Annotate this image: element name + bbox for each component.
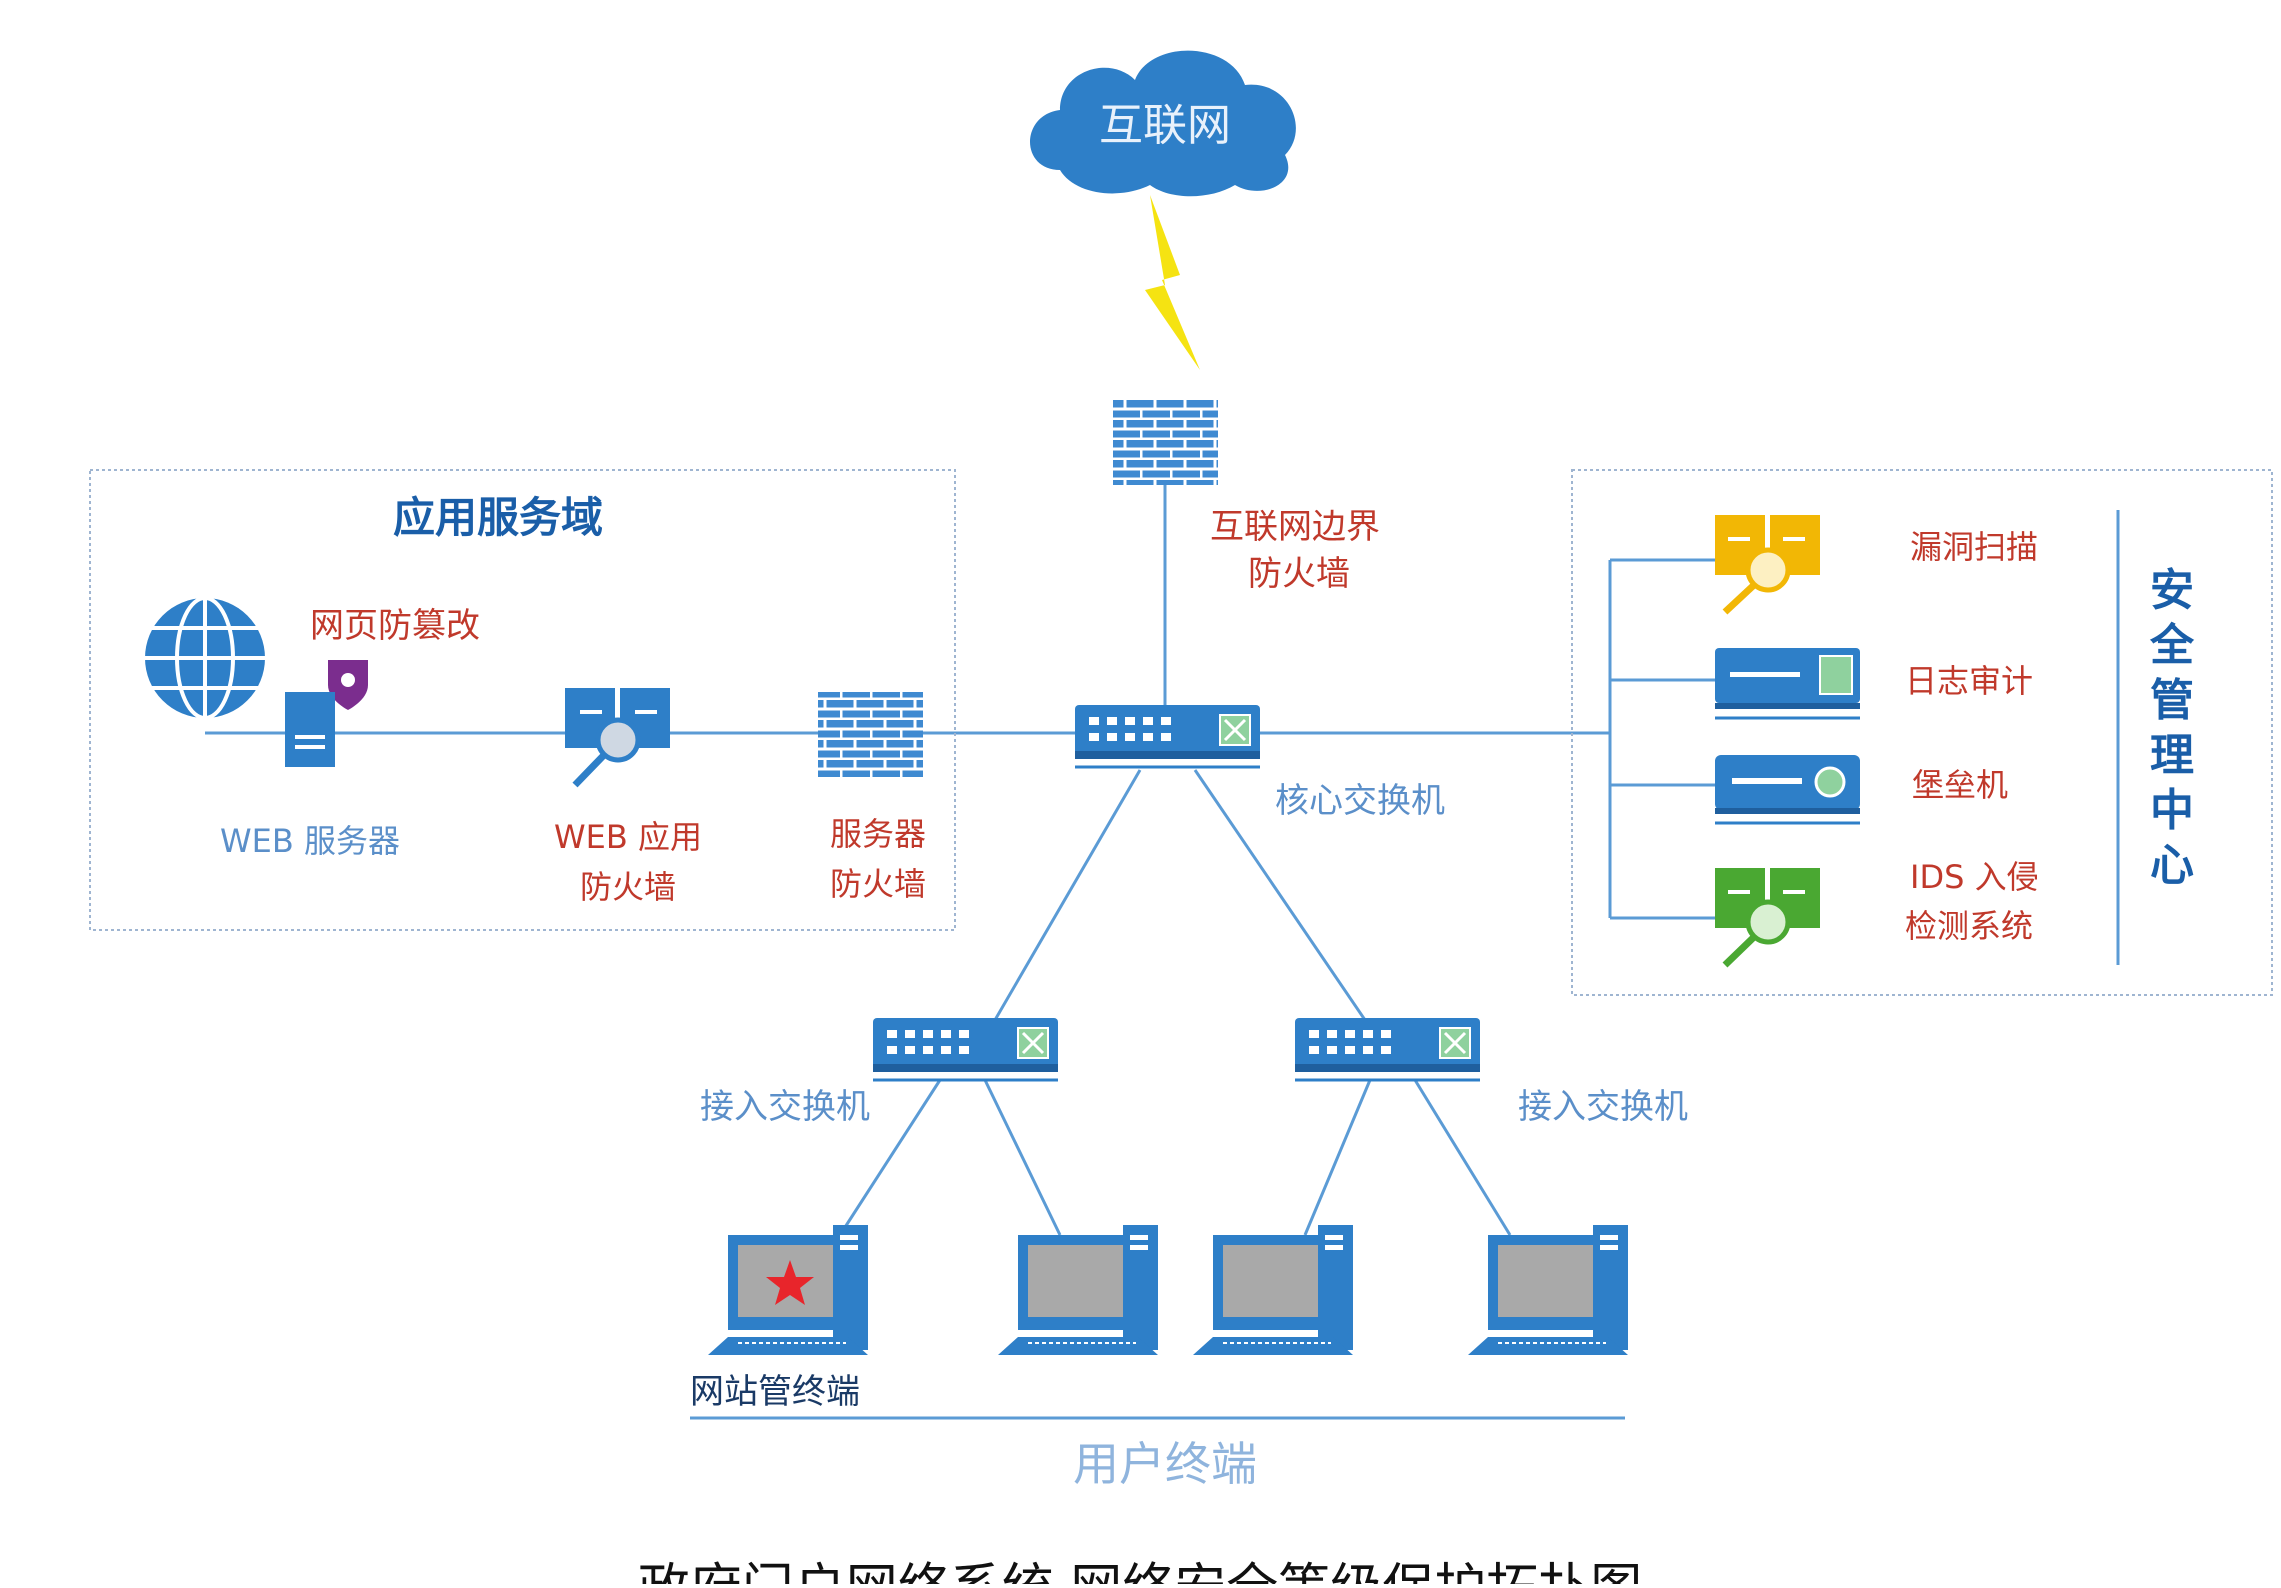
log-audit-icon	[1715, 648, 1860, 720]
computer-icon	[1467, 1224, 1629, 1356]
web-server-icon	[285, 692, 335, 767]
server-firewall-label-2: 防火墙	[830, 865, 926, 903]
border-firewall-label-1: 互联网边界	[1210, 507, 1380, 547]
computer-icon-admin	[707, 1224, 869, 1356]
cloud-icon: 互联网	[1030, 50, 1296, 197]
web-server-label: WEB 服务器	[220, 822, 400, 860]
waf-label-1: WEB 应用	[554, 818, 702, 856]
server-firewall-icon	[818, 692, 923, 777]
waf-icon	[565, 688, 670, 788]
bastion-icon	[1715, 755, 1860, 825]
star-icon	[766, 1260, 814, 1305]
security-item-label-log: 日志审计	[1905, 662, 2033, 700]
security-center-box	[1571, 469, 2273, 996]
border-firewall-icon	[1113, 400, 1218, 485]
security-center-title-char: 理	[2150, 730, 2194, 781]
security-item-label-ids-2: 检测系统	[1905, 907, 2033, 945]
server-firewall-label-1: 服务器	[830, 815, 926, 853]
cloud-label: 互联网	[1099, 100, 1231, 151]
access-switch-left-icon	[871, 1016, 1060, 1082]
scanner-icon	[1715, 515, 1820, 615]
diagram-caption: 政府门户网络系统 网络安全等级保护拓扑图	[638, 1559, 1643, 1584]
security-item-label-scan: 漏洞扫描	[1910, 528, 2038, 566]
app-domain-title: 应用服务域	[393, 493, 603, 542]
web-tamper-label: 网页防篡改	[310, 606, 480, 646]
waf-label-2: 防火墙	[580, 868, 676, 906]
access-switch-right-label: 接入交换机	[1518, 1087, 1688, 1127]
computer-icon	[1192, 1224, 1354, 1356]
access-switch-left-label: 接入交换机	[700, 1087, 870, 1127]
globe-icon	[145, 596, 265, 720]
security-item-label-ids-1: IDS 入侵	[1910, 858, 2039, 896]
border-firewall-label-2: 防火墙	[1248, 554, 1350, 594]
ids-icon	[1715, 868, 1820, 968]
security-center-title-char: 管	[2150, 675, 2194, 726]
access-switch-right-icon	[1293, 1016, 1482, 1082]
security-center-title-char: 安	[2150, 565, 2194, 616]
app-service-domain-box	[89, 469, 956, 931]
security-item-label-bastion: 堡垒机	[1912, 766, 2008, 804]
security-center-title-char: 心	[2150, 840, 2194, 891]
security-center-title-char: 全	[2149, 620, 2195, 671]
lightning-icon	[1145, 195, 1200, 370]
security-center-title-char: 中	[2150, 785, 2194, 836]
user-terminals-label: 用户终端	[1073, 1437, 1257, 1491]
connection-lines	[205, 480, 1715, 1236]
computer-icon	[997, 1224, 1159, 1356]
core-switch-icon	[1073, 703, 1262, 769]
admin-terminal-label: 网站管终端	[690, 1372, 860, 1412]
core-switch-label: 核心交换机	[1275, 781, 1445, 821]
shield-icon	[328, 660, 368, 710]
security-center-title: 安 全 管 理 中 心	[2149, 565, 2195, 891]
